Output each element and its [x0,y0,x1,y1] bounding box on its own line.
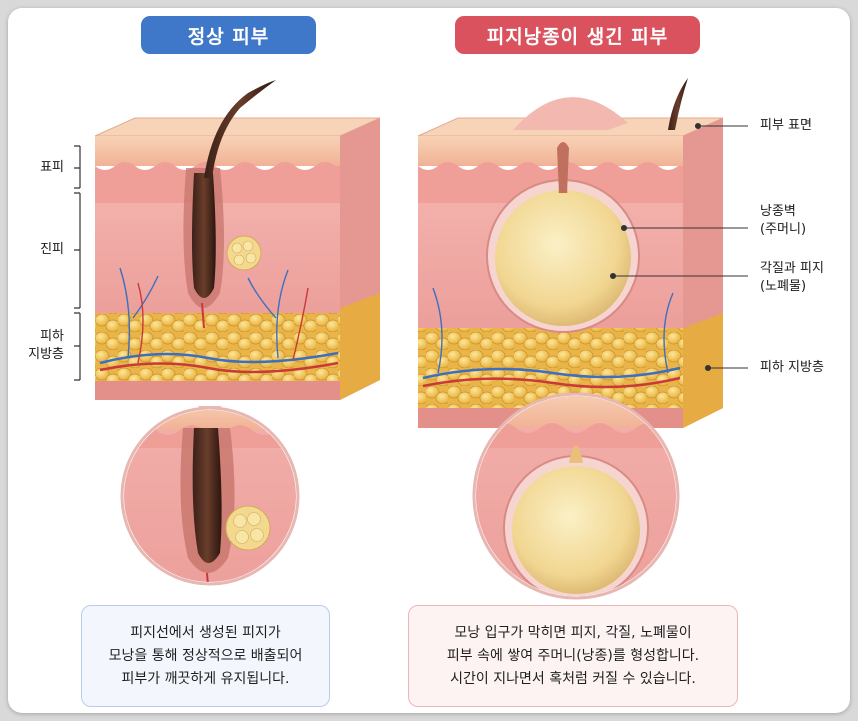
cyst-skin-title: 피지낭종이 생긴 피부 [455,16,700,54]
normal-zoom-circle [120,406,300,586]
normal-caption-line: 피지선에서 생성된 피지가 [130,624,281,641]
cyst-caption: 모낭 입구가 막히면 피지, 각질, 노폐물이 피부 속에 쌓여 주머니(낭종)… [408,605,738,707]
label-skin-surface: 피부 표면 [760,118,812,133]
layer-brackets [74,145,81,381]
cyst-caption-line: 모낭 입구가 막히면 피지, 각질, 노폐물이 [454,624,692,641]
label-fat-layer: 피하 지방층 [760,360,824,375]
sebaceous-gland [226,235,262,271]
normal-caption-line: 모낭을 통해 정상적으로 배출되어 [108,647,303,664]
normal-skin-block [94,80,381,400]
diagram-frame: 정상 피부 피지낭종이 생긴 피부 [8,8,850,713]
cyst-skin-block [417,78,724,428]
label-subcutaneous-2: 지방층 [28,347,64,362]
label-epidermis: 표피 [40,160,64,175]
normal-caption: 피지선에서 생성된 피지가 모낭을 통해 정상적으로 배출되어 피부가 깨끗하게… [81,605,330,707]
label-dermis: 진피 [40,242,64,257]
label-cyst-wall-1: 낭종벽 [760,204,796,219]
label-cyst-content-1: 각질과 피지 [760,261,824,276]
cyst-caption-line: 시간이 지나면서 혹처럼 커질 수 있습니다. [450,670,696,687]
normal-caption-line: 피부가 깨끗하게 유지됩니다. [121,670,290,687]
cyst-caption-line: 피부 속에 쌓여 주머니(낭종)를 형성합니다. [446,647,700,664]
normal-skin-title: 정상 피부 [141,16,316,54]
illustration [74,78,748,600]
label-subcutaneous-1: 피하 [40,329,64,344]
label-cyst-content-2: (노폐물) [760,279,807,294]
label-leaders [609,122,748,372]
label-cyst-wall-2: (주머니) [760,222,807,237]
